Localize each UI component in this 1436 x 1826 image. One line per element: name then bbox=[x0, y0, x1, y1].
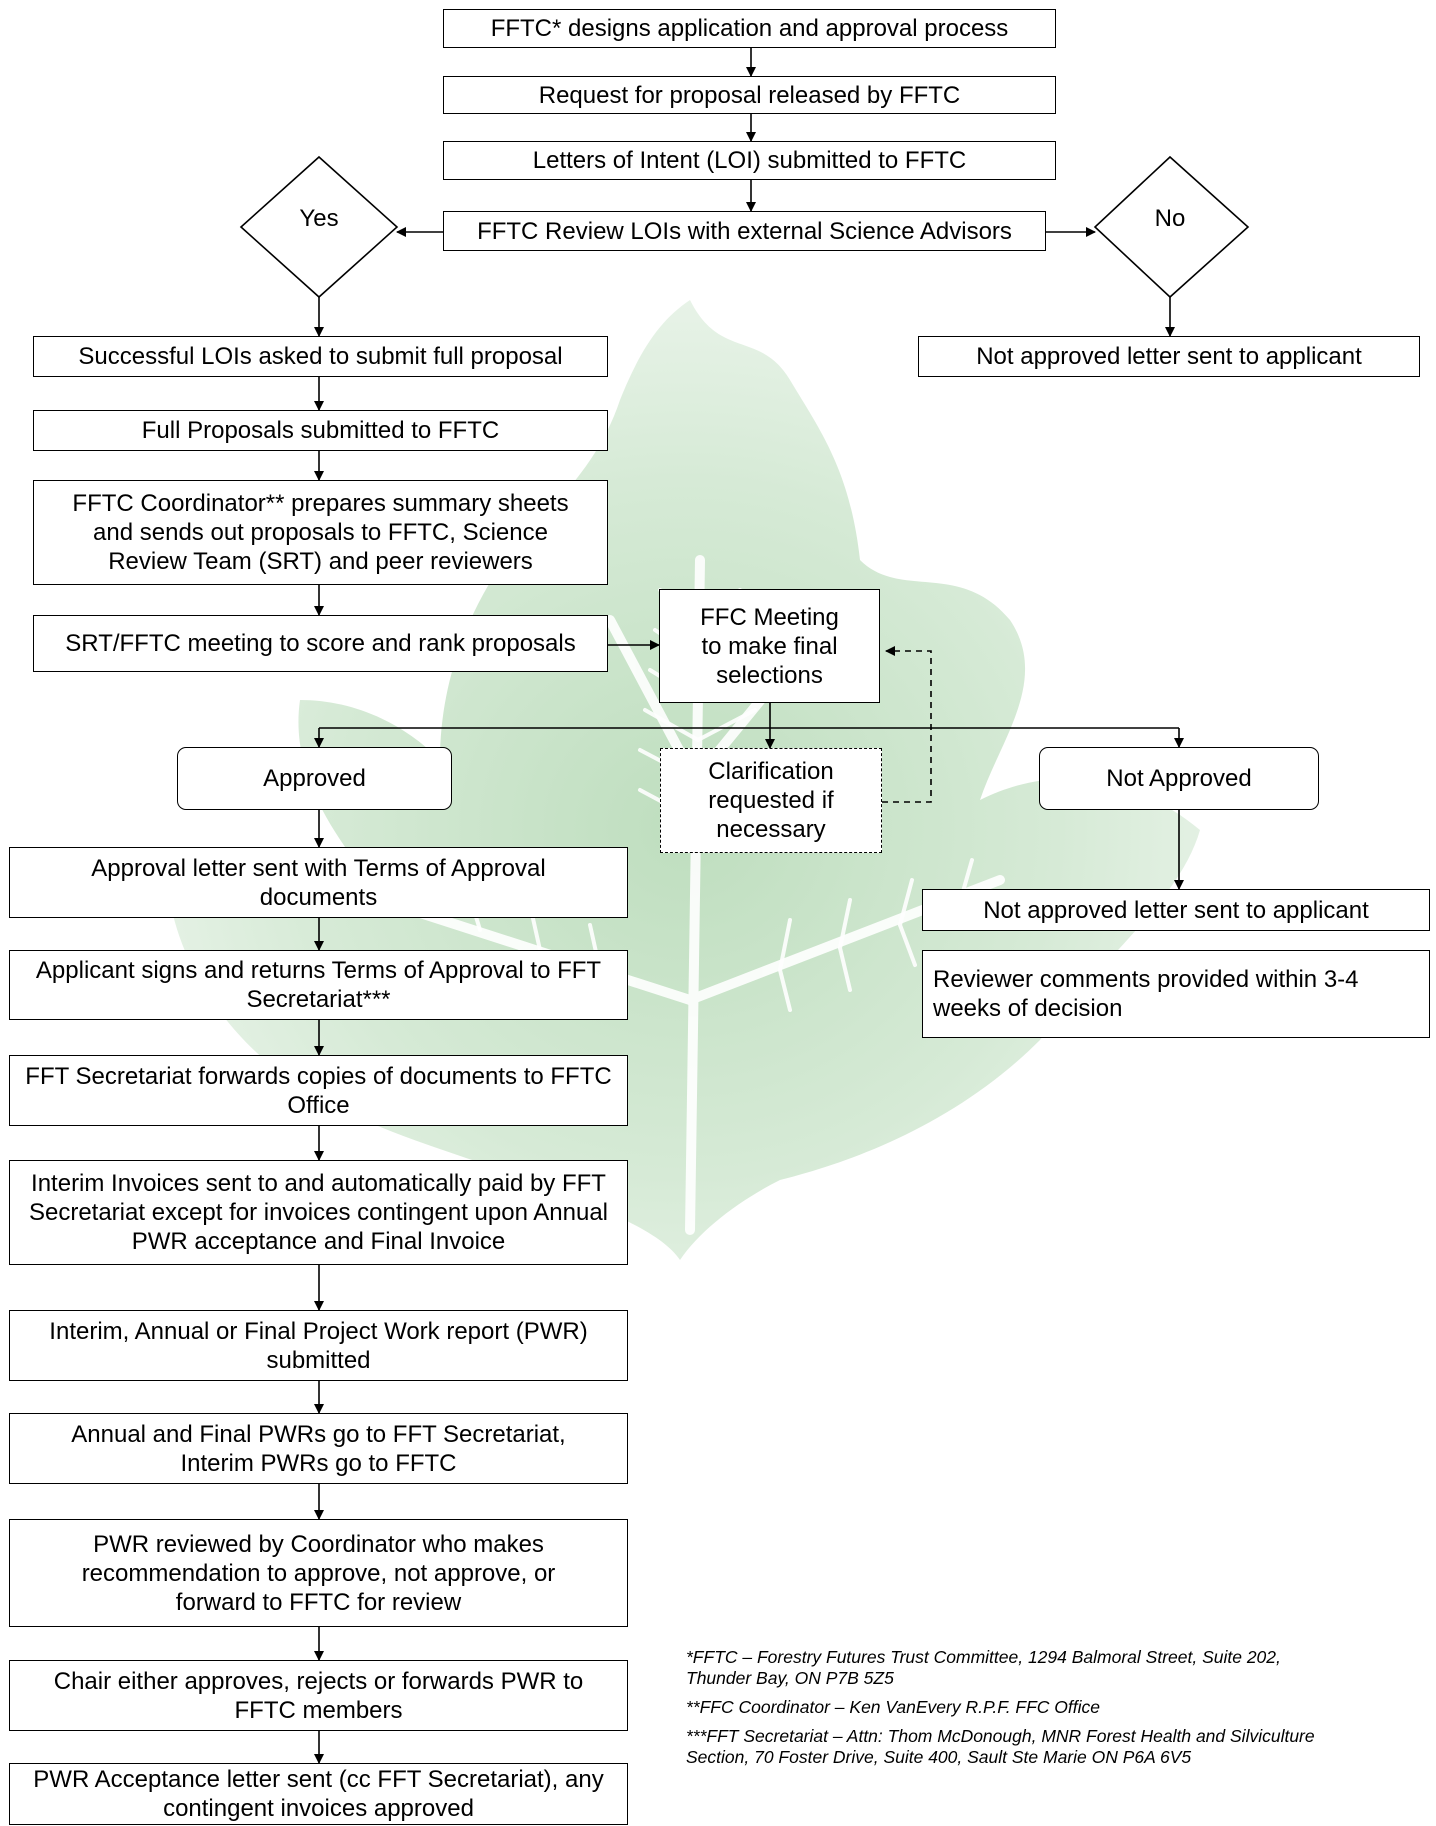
pwr-submitted-box: Interim, Annual or Final Project Work re… bbox=[9, 1310, 628, 1381]
approval-letter-box: Approval letter sent with Terms of Appro… bbox=[9, 847, 628, 918]
reviewer-comments-text: Reviewer comments provided within 3-4 we… bbox=[933, 966, 1359, 1022]
approved-text: Approved bbox=[263, 765, 366, 792]
not-approved-text: Not Approved bbox=[1106, 765, 1252, 792]
chair-box: Chair either approves, rejects or forwar… bbox=[9, 1660, 628, 1731]
not-approved-letter-text-2: Not approved letter sent to applicant bbox=[983, 896, 1369, 924]
pwrs-go-box: Annual and Final PWRs go to FFT Secretar… bbox=[9, 1413, 628, 1484]
no-label: No bbox=[1154, 205, 1186, 232]
footnote-fftc: *FFTC – Forestry Futures Trust Committee… bbox=[686, 1647, 1281, 1688]
acceptance-letter-text: PWR Acceptance letter sent (cc FFT Secre… bbox=[33, 1766, 604, 1822]
coordinator-prepares-box: FFTC Coordinator** prepares summary shee… bbox=[33, 480, 608, 585]
loi-submitted-box: Letters of Intent (LOI) submitted to FFT… bbox=[443, 141, 1056, 180]
full-proposals-box: Full Proposals submitted to FFTC bbox=[33, 410, 608, 451]
acceptance-letter-box: PWR Acceptance letter sent (cc FFT Secre… bbox=[9, 1763, 628, 1825]
footnotes: *FFTC – Forestry Futures Trust Committee… bbox=[686, 1647, 1346, 1776]
successful-lois-text: Successful LOIs asked to submit full pro… bbox=[78, 343, 563, 370]
designs-process-text: FFTC* designs application and approval p… bbox=[490, 15, 1009, 42]
not-approved-letter-text-1: Not approved letter sent to applicant bbox=[976, 343, 1362, 370]
not-approved-letter-box-1: Not approved letter sent to applicant bbox=[918, 336, 1420, 377]
pwr-submitted-text: Interim, Annual or Final Project Work re… bbox=[49, 1317, 588, 1374]
chair-text: Chair either approves, rejects or forwar… bbox=[53, 1667, 584, 1724]
pwr-reviewed-text: PWR reviewed by Coordinator who makes re… bbox=[81, 1530, 556, 1616]
srt-meeting-box: SRT/FFTC meeting to score and rank propo… bbox=[33, 615, 608, 672]
pwrs-go-text: Annual and Final PWRs go to FFT Secretar… bbox=[71, 1420, 566, 1477]
arrow-clarification-feedback bbox=[882, 646, 932, 803]
no-diamond bbox=[1093, 155, 1250, 299]
approval-letter-text: Approval letter sent with Terms of Appro… bbox=[91, 854, 546, 911]
loi-submitted-text: Letters of Intent (LOI) submitted to FFT… bbox=[532, 147, 967, 174]
approved-box: Approved bbox=[177, 747, 452, 810]
clarification-text: Clarification requested if necessary bbox=[708, 758, 834, 843]
full-proposals-text: Full Proposals submitted to FFTC bbox=[141, 417, 500, 444]
successful-lois-box: Successful LOIs asked to submit full pro… bbox=[33, 336, 608, 377]
not-approved-letter-box-2: Not approved letter sent to applicant bbox=[922, 889, 1430, 931]
yes-diamond bbox=[239, 155, 399, 299]
applicant-signs-text: Applicant signs and returns Terms of App… bbox=[35, 957, 602, 1013]
interim-invoices-box: Interim Invoices sent to and automatical… bbox=[9, 1160, 628, 1265]
reviewer-comments-box: Reviewer comments provided within 3-4 we… bbox=[922, 950, 1430, 1038]
pwr-reviewed-box: PWR reviewed by Coordinator who makes re… bbox=[9, 1519, 628, 1627]
interim-invoices-text: Interim Invoices sent to and automatical… bbox=[28, 1170, 609, 1255]
applicant-signs-box: Applicant signs and returns Terms of App… bbox=[9, 950, 628, 1020]
rfp-released-text: Request for proposal released by FFTC bbox=[538, 81, 961, 109]
clarification-box: Clarification requested if necessary bbox=[660, 748, 882, 853]
rfp-released-box: Request for proposal released by FFTC bbox=[443, 76, 1056, 114]
footnote-secretariat: ***FFT Secretariat – Attn: Thom McDonoug… bbox=[686, 1726, 1315, 1767]
forwards-copies-text: FFT Secretariat forwards copies of docum… bbox=[25, 1062, 612, 1119]
ffc-meeting-text: FFC Meeting to make final selections bbox=[700, 603, 839, 689]
designs-process-box: FFTC* designs application and approval p… bbox=[443, 9, 1056, 48]
srt-meeting-text: SRT/FFTC meeting to score and rank propo… bbox=[65, 630, 576, 657]
coordinator-prepares-text: FFTC Coordinator** prepares summary shee… bbox=[72, 490, 569, 575]
footnote-coordinator: **FFC Coordinator – Ken VanEvery R.P.F. … bbox=[686, 1697, 1101, 1717]
yes-label: Yes bbox=[299, 205, 339, 232]
forwards-copies-box: FFT Secretariat forwards copies of docum… bbox=[9, 1055, 628, 1126]
ffc-meeting-box: FFC Meeting to make final selections bbox=[659, 589, 880, 703]
review-lois-box: FFTC Review LOIs with external Science A… bbox=[443, 211, 1046, 251]
review-lois-text: FFTC Review LOIs with external Science A… bbox=[477, 217, 1012, 245]
not-approved-box: Not Approved bbox=[1039, 747, 1319, 810]
